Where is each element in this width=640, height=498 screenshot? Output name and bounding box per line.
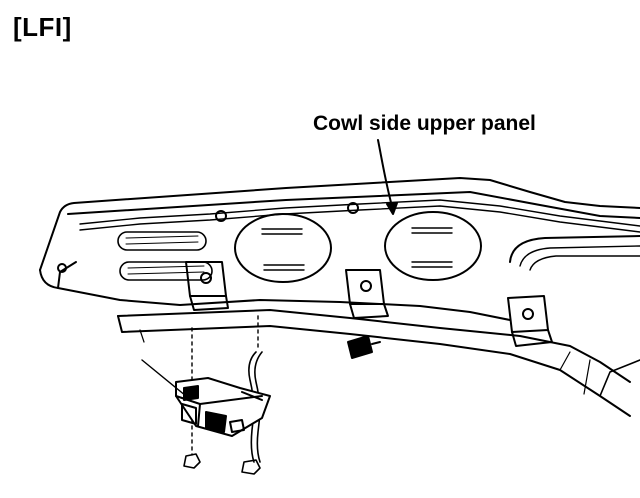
component-pointer-line	[141, 359, 187, 397]
cowl-panel-body	[39, 177, 640, 321]
callout-label-cowl-side-upper-panel: Cowl side upper panel	[313, 112, 536, 135]
lfi-unit-component	[175, 377, 271, 437]
fastener-nuts	[183, 453, 261, 475]
panel-slot-openings	[117, 231, 213, 281]
wiring-connector	[347, 335, 381, 359]
diagram-title: [LFI]	[13, 12, 72, 42]
mounting-brackets	[185, 261, 553, 347]
panel-oval-openings	[234, 211, 640, 283]
lower-frame-rail	[117, 309, 640, 417]
